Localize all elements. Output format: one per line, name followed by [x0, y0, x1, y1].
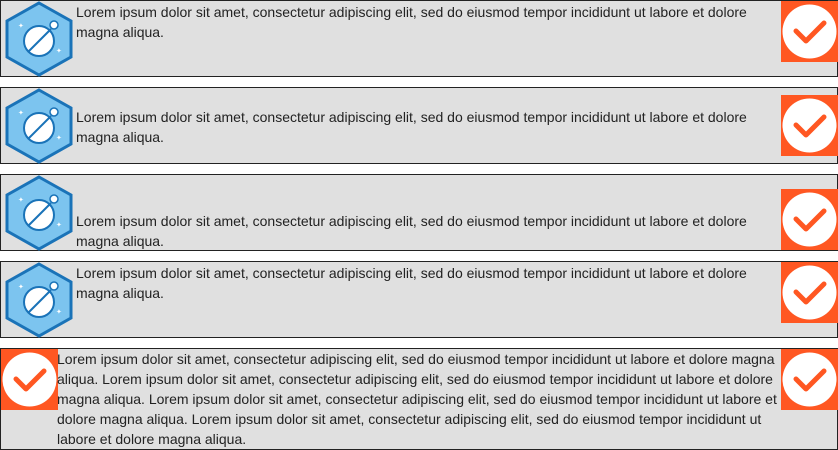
check-circle-icon: [1, 349, 58, 410]
check-circle-icon: [781, 189, 838, 250]
svg-text:✦: ✦: [18, 109, 24, 117]
row-text: Lorem ipsum dolor sit amet, consectetur …: [76, 4, 747, 40]
svg-text:✦: ✦: [56, 47, 62, 55]
row-text: Lorem ipsum dolor sit amet, consectetur …: [76, 109, 747, 145]
list-row-3: ✦ ✦ Lorem ipsum dolor sit amet, consecte…: [0, 174, 838, 251]
list-row-1: ✦ ✦ Lorem ipsum dolor sit amet, consecte…: [0, 0, 838, 77]
check-circle-icon: [781, 349, 838, 410]
svg-text:✦: ✦: [18, 283, 24, 291]
check-circle-icon: [781, 1, 838, 62]
check-circle-icon: [781, 262, 838, 323]
planet-hexagon-icon: ✦ ✦: [4, 262, 74, 338]
row-text: Lorem ipsum dolor sit amet, consectetur …: [76, 213, 747, 249]
svg-text:✦: ✦: [18, 196, 24, 204]
planet-hexagon-icon: ✦ ✦: [4, 88, 74, 164]
row-text: Lorem ipsum dolor sit amet, consectetur …: [57, 351, 777, 447]
list-row-5: Lorem ipsum dolor sit amet, consectetur …: [0, 348, 838, 450]
check-circle-icon: [781, 95, 838, 156]
svg-text:✦: ✦: [56, 221, 62, 229]
svg-text:✦: ✦: [56, 134, 62, 142]
planet-hexagon-icon: ✦ ✦: [4, 1, 74, 77]
row-text: Lorem ipsum dolor sit amet, consectetur …: [76, 265, 747, 301]
svg-text:✦: ✦: [18, 22, 24, 30]
svg-text:✦: ✦: [56, 308, 62, 316]
planet-hexagon-icon: ✦ ✦: [4, 175, 74, 251]
list-row-4: ✦ ✦ Lorem ipsum dolor sit amet, consecte…: [0, 261, 838, 338]
list-row-2: ✦ ✦ Lorem ipsum dolor sit amet, consecte…: [0, 87, 838, 164]
